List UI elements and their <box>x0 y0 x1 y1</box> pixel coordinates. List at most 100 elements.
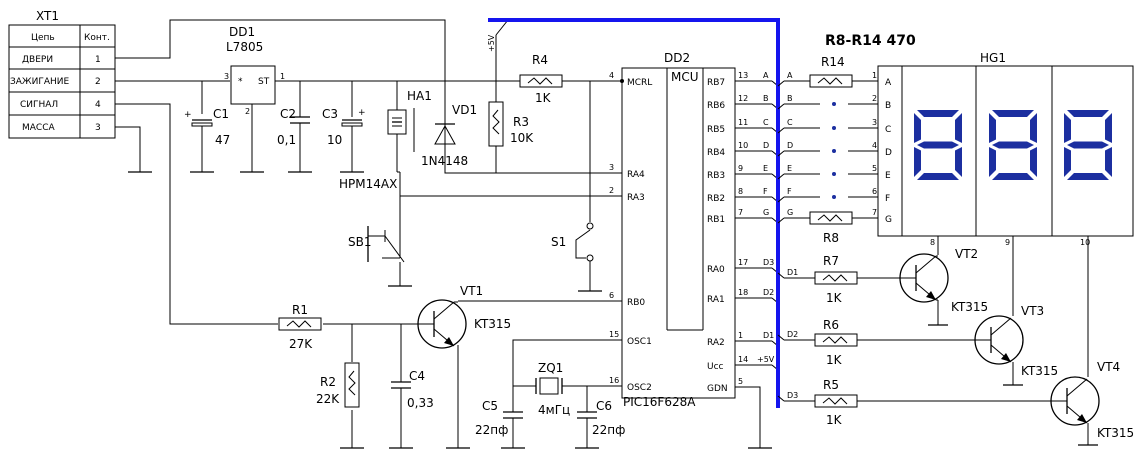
display-pin-number: 3 <box>872 118 877 127</box>
continuation-dot <box>832 126 836 130</box>
mcu-pin-number: 16 <box>609 376 619 385</box>
xt1-row-name: МАССА <box>22 123 55 133</box>
mcu-pin-name: RB1 <box>707 215 725 225</box>
mcu-net-label: C <box>763 118 769 127</box>
mcu-type: MCU <box>671 70 699 84</box>
vt3-transistor <box>974 315 1024 365</box>
bus-net-label: D <box>787 141 793 150</box>
c5-ref: C5 <box>482 399 498 413</box>
mcu-net-label: +5V <box>757 355 775 364</box>
display-ref: HG1 <box>980 51 1006 65</box>
display-common-pin: 9 <box>1005 238 1010 247</box>
supply-label: +5V <box>487 34 496 52</box>
resistors <box>278 74 563 408</box>
r2-ref: R2 <box>320 375 336 389</box>
dd1-part: L7805 <box>226 40 263 54</box>
c1-value: 47 <box>215 133 230 147</box>
zq1-value: 4мГц <box>538 403 570 417</box>
sb1-ref: SB1 <box>348 235 371 249</box>
c4-value: 0,33 <box>407 396 434 410</box>
r-group-label: R8-R14 470 <box>825 33 916 49</box>
display-pin-number: 4 <box>872 141 877 150</box>
mcu-net-label: A <box>763 71 769 80</box>
connector-xt1: XT1 Цепь Конт. ДВЕРИ 1 ЗАЖИГАНИЕ 2 СИГНА… <box>8 9 116 139</box>
xt1-row-pin: 2 <box>95 77 101 87</box>
xt1-ref: XT1 <box>36 9 59 23</box>
c1-ref: C1 <box>213 107 229 121</box>
xt1-row-name: СИГНАЛ <box>20 100 58 110</box>
xt1-row-pin: 3 <box>95 123 101 133</box>
mcu-pin-name: RB4 <box>707 148 725 158</box>
r3-resistor <box>488 101 504 147</box>
c2-value: 0,1 <box>277 133 296 147</box>
r5-ref: R5 <box>823 378 839 392</box>
c3-ref: C3 <box>322 107 338 121</box>
display-digit <box>914 110 962 180</box>
mcu-pin-name: RA1 <box>707 295 725 305</box>
xt1-header-contact: Конт. <box>84 33 110 43</box>
continuation-dot <box>832 195 836 199</box>
bus-net-label: A <box>787 71 793 80</box>
r2-resistor <box>344 362 360 408</box>
dd1-mark-st: ST <box>258 77 270 87</box>
mcu-net-label: B <box>763 94 769 103</box>
c6-ref: C6 <box>596 399 612 413</box>
segment-letter: C <box>885 125 891 135</box>
mcu-pin-name: RB6 <box>707 101 725 111</box>
xt1-row-name: ЗАЖИГАНИЕ <box>10 77 69 87</box>
vt4-ref: VT4 <box>1097 360 1120 374</box>
c3-value: 10 <box>327 133 342 147</box>
mcu-pin-name: MCRL <box>627 78 652 88</box>
vt2-part: KT315 <box>951 300 988 314</box>
vd1-ref: VD1 <box>452 103 477 117</box>
mcu-pin-name: RB7 <box>707 78 725 88</box>
mcu-pin-name: RA2 <box>707 338 725 348</box>
mcu-pin-number: 13 <box>738 71 748 80</box>
dd1-mark-star: * <box>238 77 243 87</box>
vt4-transistor <box>1050 376 1100 426</box>
vt4-part: KT315 <box>1097 426 1134 440</box>
mcu-pin-name: RB3 <box>707 171 725 181</box>
bus-net-label: D3 <box>787 391 798 400</box>
mcu-pin-number: 15 <box>609 330 619 339</box>
mcu-pin-name: RA3 <box>627 193 645 203</box>
labels: DD1 L7805 3 1 2 * ST C1 47 C2 0,1 C3 10 … <box>213 25 1134 440</box>
r1-resistor <box>278 317 322 331</box>
segment-letter: D <box>885 148 892 158</box>
r8-ref: R8 <box>823 231 839 245</box>
r14-resistor <box>809 74 853 88</box>
mcu-net-label: D1 <box>763 331 774 340</box>
c6-value: 22пф <box>592 423 625 437</box>
mcu-net-label: D2 <box>763 288 774 297</box>
bus-net-label: C <box>787 118 793 127</box>
dd1-pin-gnd: 2 <box>245 107 250 116</box>
wires: + + <box>115 19 772 449</box>
r6-resistor <box>814 333 858 347</box>
mcu-pin-number: 9 <box>738 164 743 173</box>
r14-ref: R14 <box>821 55 845 69</box>
r3-value: 10K <box>510 131 534 145</box>
xt1-row-name: ДВЕРИ <box>22 55 53 65</box>
r3-ref: R3 <box>513 115 529 129</box>
mcu-pin-number: 11 <box>738 118 748 127</box>
mcu-pin-name: RA4 <box>627 170 645 180</box>
bus-net-label: F <box>787 187 792 196</box>
r7-resistor <box>814 271 858 285</box>
display-digit <box>989 110 1037 180</box>
mcu-pin-number: 12 <box>738 94 748 103</box>
mcu-pin-number: 6 <box>609 291 614 300</box>
vt1-part: KT315 <box>474 317 511 331</box>
mcu-pin-name: RB2 <box>707 194 725 204</box>
mcu-pin-name: OSC1 <box>627 337 652 347</box>
vd1-part: 1N4148 <box>421 154 468 168</box>
mcu-net-label: F <box>763 187 768 196</box>
mcu-pin-name: OSC2 <box>627 383 652 393</box>
mcu-pin-number: 5 <box>738 377 743 386</box>
r4-ref: R4 <box>532 53 548 67</box>
segment-letter: B <box>885 101 891 111</box>
c4-ref: C4 <box>409 369 425 383</box>
r4-resistor <box>519 74 563 88</box>
